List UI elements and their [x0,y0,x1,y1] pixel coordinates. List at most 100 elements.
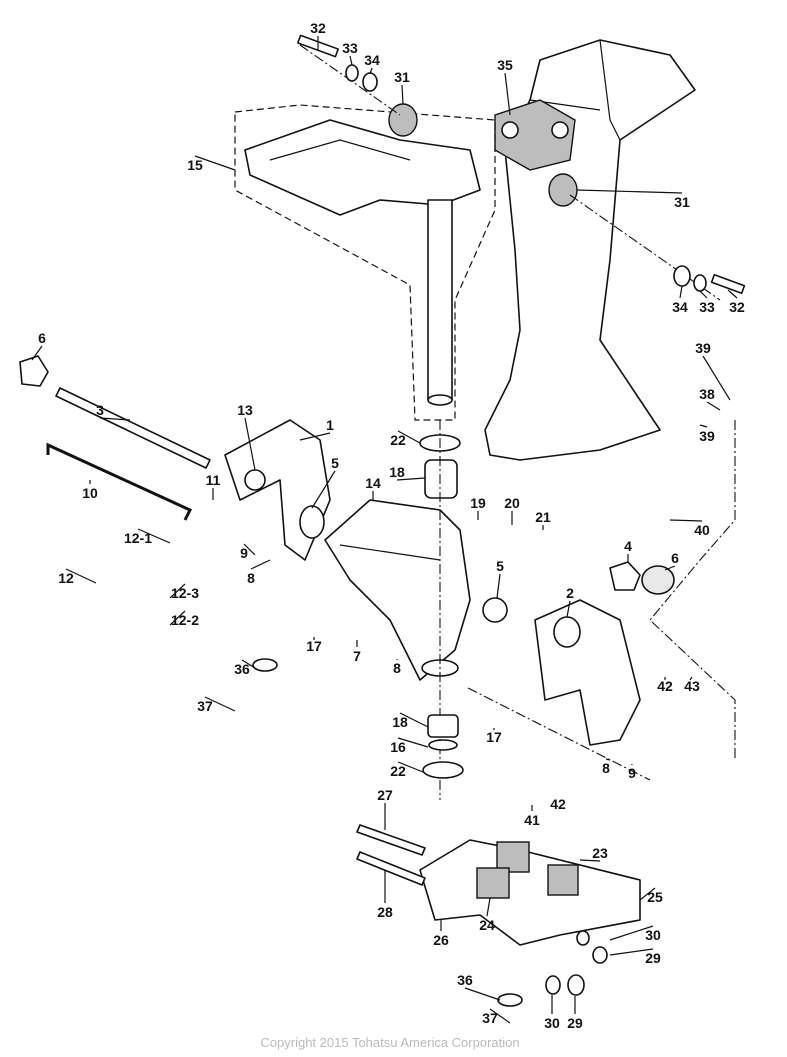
callout-label: 34 [364,52,380,68]
callout-label: 4 [624,538,632,554]
callout-label: 13 [237,402,253,418]
callout-label: 16 [390,739,406,755]
callout-leader [194,155,236,171]
callout-label: 36 [457,972,473,988]
callout-leader [241,659,256,669]
ring-16 [428,739,458,751]
callout-label: 20 [504,495,520,511]
callout-label: 17 [306,638,322,654]
callout-label: 37 [482,1010,498,1026]
callout-leader [397,430,421,444]
callout-label: 14 [365,475,381,491]
callout-leader [605,758,611,761]
callout-leader [169,583,186,599]
callout-label: 32 [310,20,326,36]
callout-leader [204,696,236,712]
callout-leader [504,72,511,116]
mount-rubber-23a [496,841,530,873]
bushing-18 [424,459,458,499]
callout-leader [702,355,731,401]
callout-label: 26 [433,932,449,948]
callout-label: 10 [82,485,98,501]
callout-leader [243,543,256,556]
callout-label: 43 [684,678,700,694]
bushing-5 [299,505,325,539]
callout-leader [244,417,256,471]
callout-leader [664,565,676,571]
callout-label: 30 [645,927,661,943]
callout-label: 28 [377,904,393,920]
bushing-5b [482,597,508,623]
callout-leader [579,859,601,862]
washer-22b [422,761,464,779]
callout-leader [639,887,656,901]
callout-label: 35 [497,57,513,73]
steering-shaft [427,199,453,401]
callout-leader [137,528,171,544]
nut-6 [19,355,49,387]
callout-label: 8 [393,660,401,676]
callout-label: 9 [240,545,248,561]
lower-mount-bracket-25 [419,839,641,946]
callout-label: 11 [206,472,221,488]
callout-label: 15 [187,157,203,173]
mount-rubber-24 [476,867,510,899]
callout-label: 7 [353,648,361,664]
callout-label: 8 [247,570,255,586]
steering-bracket [244,119,481,216]
callout-label: 36 [234,661,250,677]
callout-leader [31,345,43,361]
callout-leader [609,925,654,941]
nut-4 [609,561,641,591]
callout-label: 34 [672,299,688,315]
callout-label: 33 [699,299,715,315]
callout-leader [489,1008,511,1024]
callout-label: 42 [657,678,673,694]
callout-label: 42 [550,796,566,812]
callout-label: 22 [390,432,406,448]
callout-leader [496,573,501,599]
callout-leader [369,67,373,75]
callout-label: 5 [331,455,339,471]
callout-label: 29 [645,950,661,966]
callout-leader [679,285,683,299]
callout-leader [689,676,693,681]
callout-label: 12 [58,570,74,586]
callout-label: 23 [592,845,608,861]
callout-leader [576,189,683,194]
callout-leader [65,568,97,584]
callout-leader [250,559,271,570]
callout-label: 41 [524,812,540,828]
callout-label: 18 [389,464,405,480]
callout-leader [669,519,703,522]
callout-label: 19 [470,495,486,511]
callout-label: 37 [197,698,213,714]
callout-label: 31 [394,69,410,85]
callout-label: 12-1 [124,530,152,546]
callout-label: 38 [699,386,715,402]
swivel-bracket-14 [324,499,471,681]
callout-leader [486,897,491,917]
callout-leader [566,600,571,618]
callout-leader [397,737,429,748]
callout-label: 22 [390,763,406,779]
bushing-18b [427,714,459,738]
callout-label: 32 [729,299,745,315]
callout-label: 9 [628,765,636,781]
callout-label: 3 [96,402,104,418]
callout-leader [349,55,353,66]
callout-label: 12-3 [171,585,199,601]
bolt-28 [356,851,426,886]
callout-label: 24 [479,917,495,933]
clamp-screw-shaft [55,387,211,469]
callout-leader [727,289,738,299]
callout-leader [397,761,424,773]
copyright-text: Copyright 2015 Tohatsu America Corporati… [260,1035,519,1050]
callout-label: 12-2 [171,612,199,628]
callout-label: 17 [486,729,502,745]
callout-label: 29 [567,1015,583,1031]
